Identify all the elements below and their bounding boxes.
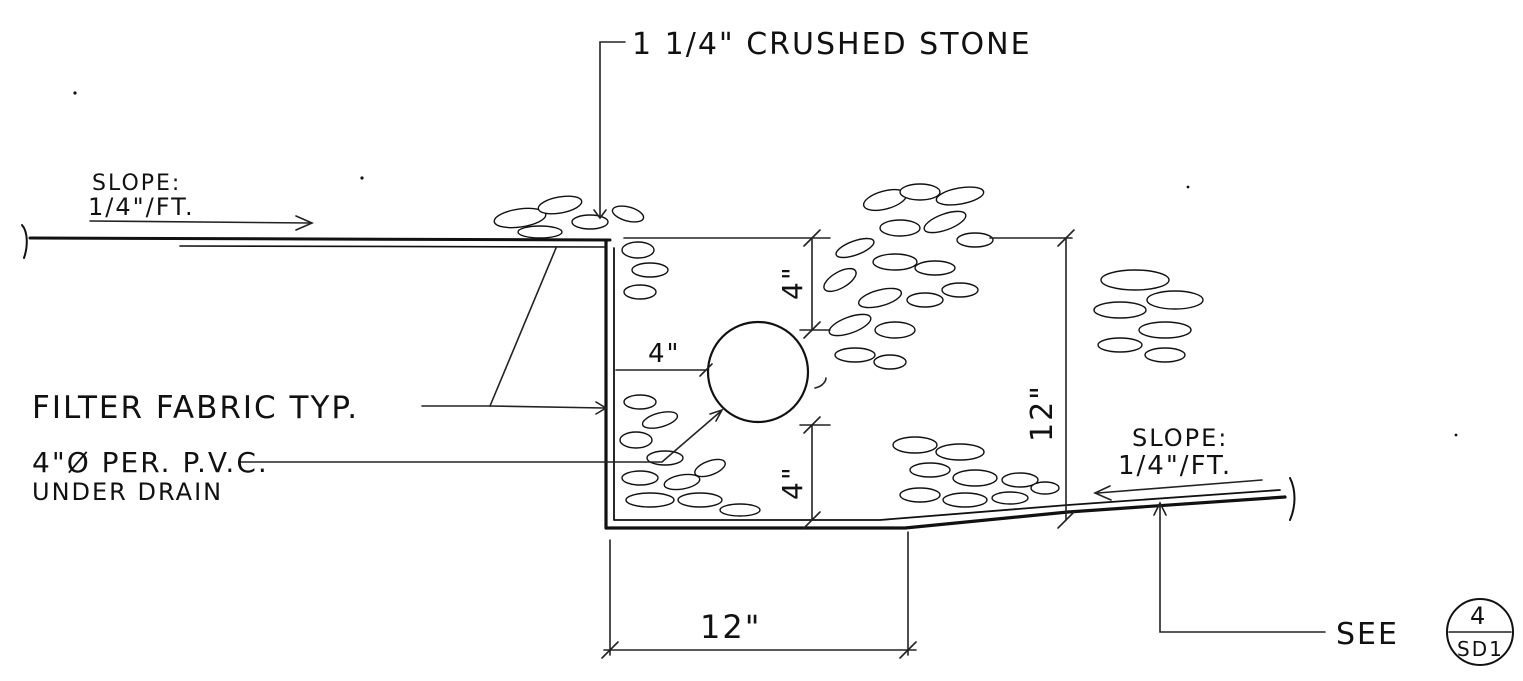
crushed-stone-fill	[493, 183, 1204, 517]
stone-cluster-top-left	[493, 195, 669, 300]
dim-side-clearance: 4"	[648, 339, 681, 369]
see-label: SEE	[1336, 617, 1399, 652]
slope-left-label: SLOPE:	[92, 171, 181, 196]
slope-left-value: 1/4"/FT.	[88, 193, 195, 221]
detail-callout: SEE 4 SD1	[1336, 598, 1514, 666]
pipe-label-line1: 4"Ø PER. P.V.C.	[32, 446, 269, 479]
leader-lines	[89, 41, 1326, 633]
crushed-stone-label: 1 1/4" CRUSHED STONE	[632, 27, 1032, 62]
detail-bubble	[1446, 598, 1514, 666]
slope-right-value: 1/4"/FT.	[1118, 451, 1232, 481]
detail-number: 4	[1470, 602, 1487, 630]
trench-outline	[604, 238, 1296, 530]
stone-cluster-center	[823, 183, 994, 370]
slope-right-label: SLOPE:	[1132, 424, 1228, 452]
dim-cover-above: 4"	[776, 265, 809, 300]
stone-cluster-bottom-left	[619, 394, 761, 517]
dimension-lines	[601, 229, 1075, 659]
dim-trench-width: 12"	[700, 608, 761, 646]
dim-bedding-below: 4"	[776, 465, 809, 500]
stone-cluster-right	[1093, 269, 1204, 363]
left-ground-surface	[21, 224, 612, 259]
filter-fabric-label: FILTER FABRIC TYP.	[32, 390, 359, 426]
pvc-underdrain-pipe	[706, 320, 810, 424]
detail-sheet: SD1	[1457, 637, 1504, 661]
dim-trench-depth: 12"	[1025, 384, 1060, 442]
pipe-label-line2: UNDER DRAIN	[32, 478, 223, 506]
stone-cluster-bottom-right	[892, 436, 1060, 508]
sketch-marks	[73, 91, 1458, 437]
